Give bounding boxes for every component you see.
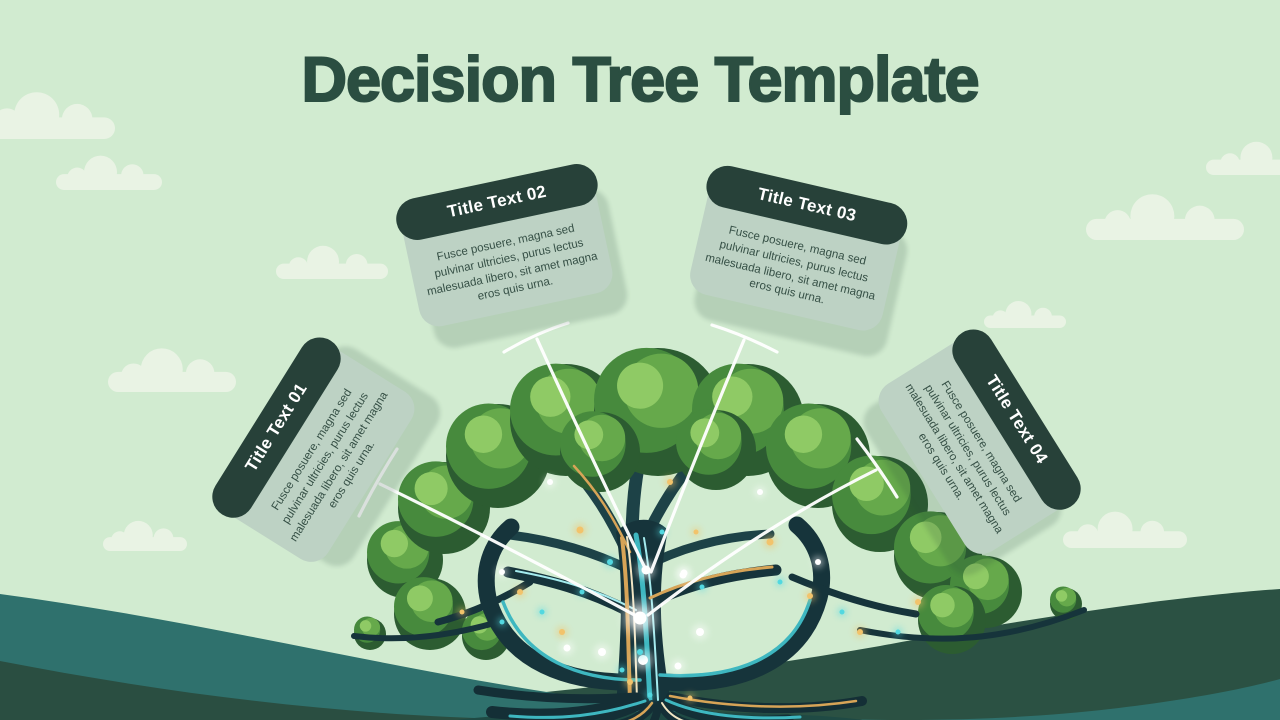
tree-glow-nodes [457,476,924,703]
connector-line-04 [646,468,878,617]
connector-tbar-02 [502,321,570,354]
hill-teal [0,594,1280,720]
hill-front-left [0,661,720,720]
slide-title: Decision Tree Template [300,44,980,116]
trunk-glow-nodes [620,561,690,638]
connector-tbar-01 [357,447,399,518]
connector-line-03 [649,338,746,574]
connector-line-01 [378,482,642,620]
connector-tbar-04 [855,437,899,499]
card-02-title: Title Text 02 [445,181,549,222]
connector-line-02 [535,337,648,572]
hill-back-right [140,589,1280,720]
tree-roots [457,685,867,720]
clouds-decoration [0,92,1280,551]
connector-tbar-03 [710,323,779,354]
